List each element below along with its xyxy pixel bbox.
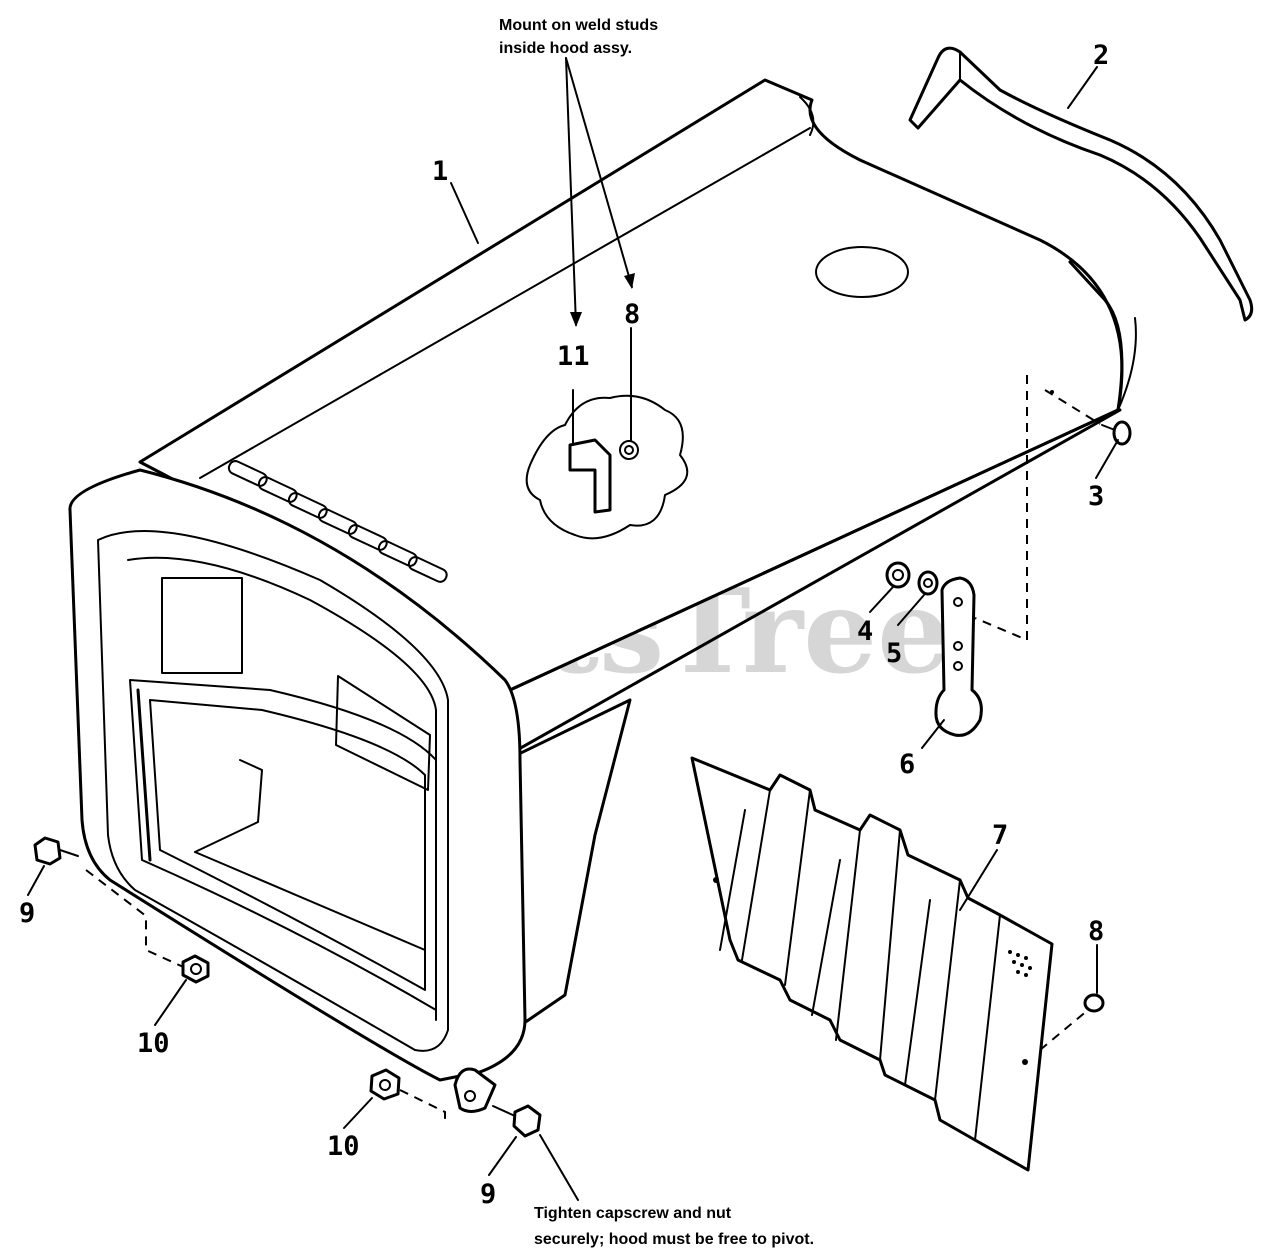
hood-vent-slots: [227, 460, 448, 583]
capscrew-part-9-right: [492, 1104, 542, 1138]
hood-latch-part-6: [934, 576, 983, 737]
grille-part-7: [690, 756, 1054, 1172]
callout-10-left: 10: [137, 1028, 170, 1059]
callout-3: 3: [1088, 481, 1104, 512]
note-tighten-line-1: Tighten capscrew and nut: [534, 1205, 732, 1222]
bracket-part-11: [568, 438, 612, 514]
callout-7: 7: [992, 820, 1008, 851]
nut-part-4: [885, 561, 911, 589]
hood-filler-opening: [815, 246, 909, 298]
note-tighten-line-2: securely; hood must be free to pivot.: [534, 1231, 814, 1248]
callout-8-grille: 8: [1088, 916, 1104, 947]
hood-pivot-tab: [453, 1067, 497, 1113]
callout-2: 2: [1093, 40, 1109, 71]
nut-part-10-left: [181, 954, 210, 984]
grille-opening-left: [161, 577, 243, 674]
capscrew-part-9-left: [33, 836, 79, 866]
screw-part-3: [1101, 420, 1132, 446]
callout-4: 4: [857, 616, 873, 647]
nut-part-8-grille: [1083, 993, 1105, 1013]
nut-part-10-right: [369, 1068, 401, 1101]
callout-9-right: 9: [480, 1179, 496, 1210]
callout-5: 5: [886, 638, 902, 669]
nut-part-8-cutaway: [619, 440, 639, 460]
note-mount-line-2: inside hood assy.: [499, 40, 632, 57]
callout-10-right: 10: [327, 1131, 360, 1162]
washer-part-5: [917, 570, 939, 596]
callout-1: 1: [432, 156, 448, 187]
callout-8-cutaway: 8: [624, 299, 640, 330]
cutaway-view: [525, 394, 689, 540]
note-mount-line-1: Mount on weld studs: [499, 17, 658, 34]
callout-9-left: 9: [19, 898, 35, 929]
hood-bumper-part-2: [908, 46, 1254, 322]
grille-opening-right: [335, 675, 431, 791]
leader-lines: [27, 57, 1119, 1201]
callout-6: 6: [899, 749, 915, 780]
callout-11: 11: [557, 341, 590, 372]
